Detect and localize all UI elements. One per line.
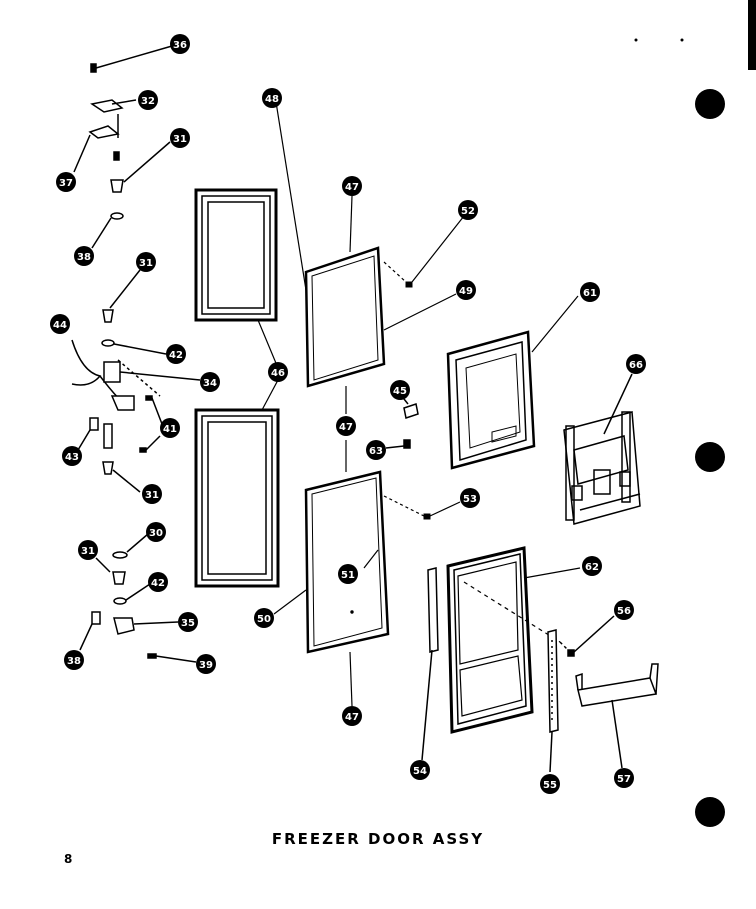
page-number: 8 bbox=[64, 852, 73, 866]
callout-31-top: 31 bbox=[170, 128, 190, 148]
svg-text:52: 52 bbox=[461, 206, 475, 217]
callout-52: 52 bbox=[458, 200, 478, 220]
callout-53: 53 bbox=[460, 488, 480, 508]
callout-42-upper: 42 bbox=[166, 344, 186, 364]
ice-bracket-frame bbox=[563, 373, 641, 525]
callout-38-top: 38 bbox=[74, 246, 94, 266]
door-shell bbox=[446, 546, 581, 734]
page-edge-mark bbox=[748, 0, 756, 70]
svg-text:45: 45 bbox=[393, 386, 407, 397]
svg-text:56: 56 bbox=[617, 606, 631, 617]
binder-hole-middle bbox=[695, 442, 725, 472]
svg-text:32: 32 bbox=[141, 96, 155, 107]
svg-text:41: 41 bbox=[163, 424, 177, 435]
svg-text:63: 63 bbox=[369, 446, 383, 457]
svg-text:36: 36 bbox=[173, 40, 187, 51]
callout-35: 35 bbox=[178, 612, 198, 632]
svg-text:61: 61 bbox=[583, 288, 597, 299]
callout-39: 39 bbox=[196, 654, 216, 674]
callout-45: 45 bbox=[390, 380, 410, 400]
callout-47-bottom: 47 bbox=[342, 706, 362, 726]
callout-32: 32 bbox=[138, 90, 158, 110]
callout-42-lower: 42 bbox=[148, 572, 168, 592]
svg-text:66: 66 bbox=[629, 360, 643, 371]
speck-1 bbox=[634, 38, 638, 42]
svg-text:31: 31 bbox=[81, 546, 95, 557]
callout-61: 61 bbox=[580, 282, 600, 302]
upper-panel bbox=[275, 101, 465, 414]
callout-31-fourth: 31 bbox=[78, 540, 98, 560]
svg-text:53: 53 bbox=[463, 494, 477, 505]
callout-54: 54 bbox=[410, 760, 430, 780]
callout-47-middle: 47 bbox=[336, 416, 356, 436]
svg-text:37: 37 bbox=[59, 178, 73, 189]
callout-44: 44 bbox=[50, 314, 70, 334]
door-trim-strips bbox=[421, 567, 559, 773]
svg-text:31: 31 bbox=[145, 490, 159, 501]
callout-36-top: 36 bbox=[170, 34, 190, 54]
callout-48: 48 bbox=[262, 88, 282, 108]
svg-text:62: 62 bbox=[585, 562, 599, 573]
binder-hole-top bbox=[695, 89, 725, 119]
callout-46: 46 bbox=[268, 362, 288, 382]
svg-text:49: 49 bbox=[459, 286, 473, 297]
callout-56: 56 bbox=[614, 600, 634, 620]
svg-text:43: 43 bbox=[65, 452, 79, 463]
callout-51: 51 bbox=[338, 564, 358, 584]
callout-62: 62 bbox=[582, 556, 602, 576]
callout-37: 37 bbox=[56, 172, 76, 192]
svg-text:34: 34 bbox=[203, 378, 217, 389]
callout-43: 43 bbox=[62, 446, 82, 466]
svg-text:31: 31 bbox=[173, 134, 187, 145]
svg-text:47: 47 bbox=[339, 422, 353, 433]
gasket-upper bbox=[194, 188, 279, 369]
svg-text:47: 47 bbox=[345, 182, 359, 193]
callout-47-top: 47 bbox=[342, 176, 362, 196]
callout-31-third: 31 bbox=[142, 484, 162, 504]
callout-49: 49 bbox=[456, 280, 476, 300]
inner-door-liner bbox=[446, 295, 579, 470]
diagram-title: FREEZER DOOR ASSY bbox=[271, 830, 485, 848]
svg-text:42: 42 bbox=[169, 350, 183, 361]
svg-text:30: 30 bbox=[149, 528, 163, 539]
svg-text:35: 35 bbox=[181, 618, 195, 629]
svg-text:38: 38 bbox=[77, 252, 91, 263]
svg-text:42: 42 bbox=[151, 578, 165, 589]
callout-63: 63 bbox=[366, 440, 386, 460]
callout-55: 55 bbox=[540, 774, 560, 794]
svg-text:47: 47 bbox=[345, 712, 359, 723]
callout-31-second: 31 bbox=[136, 252, 156, 272]
small-fasteners bbox=[385, 393, 419, 449]
binder-hole-bottom bbox=[695, 797, 725, 827]
svg-text:44: 44 bbox=[53, 320, 67, 331]
svg-text:50: 50 bbox=[257, 614, 271, 625]
svg-text:51: 51 bbox=[341, 570, 355, 581]
callout-34: 34 bbox=[200, 372, 220, 392]
hinge-hardware bbox=[71, 45, 201, 663]
svg-text:46: 46 bbox=[271, 368, 285, 379]
svg-text:48: 48 bbox=[265, 94, 279, 105]
svg-text:57: 57 bbox=[617, 774, 631, 785]
lower-panel bbox=[273, 440, 461, 707]
callout-41: 41 bbox=[160, 418, 180, 438]
svg-text:55: 55 bbox=[543, 780, 557, 791]
callout-38-bottom: 38 bbox=[64, 650, 84, 670]
gasket-lower bbox=[194, 379, 280, 588]
callout-57: 57 bbox=[614, 768, 634, 788]
callout-30: 30 bbox=[146, 522, 166, 542]
svg-text:54: 54 bbox=[413, 766, 427, 777]
speck-2 bbox=[680, 38, 684, 42]
svg-text:31: 31 bbox=[139, 258, 153, 269]
svg-text:38: 38 bbox=[67, 656, 81, 667]
door-bin-assembly bbox=[559, 615, 659, 769]
svg-text:39: 39 bbox=[199, 660, 213, 671]
callout-50: 50 bbox=[254, 608, 274, 628]
callout-bubbles: 36 32 31 37 38 31 44 42 34 41 43 31 30 3… bbox=[50, 34, 646, 794]
callout-66: 66 bbox=[626, 354, 646, 374]
